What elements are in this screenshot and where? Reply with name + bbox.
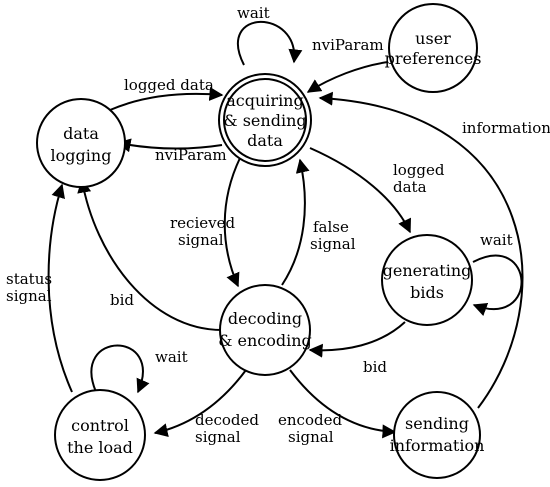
- edge-label-false-line1: false: [313, 218, 349, 236]
- acquiring-to-generating-edge: [309, 147, 411, 234]
- edge-label-status-line2: signal: [6, 287, 52, 305]
- node-acquiring-line1: acquiring: [226, 91, 303, 110]
- node-acquiring-line3: data: [247, 131, 283, 150]
- node-generating-line1: generating: [383, 261, 472, 280]
- wait-acquiring-loop: [236, 20, 303, 66]
- edge-label-encoded-line1: encoded: [278, 411, 342, 429]
- node-control-load: control the load: [54, 389, 146, 481]
- edge-label-wait-control: wait: [155, 348, 188, 366]
- edge-label-logged-line1: logged: [393, 161, 445, 179]
- decoding-to-control-edge: [153, 369, 247, 438]
- edge-label-acquiring-to-logging: nviParam: [155, 146, 227, 164]
- acquiring-to-logging-edge: [116, 138, 223, 153]
- logging-to-acquiring-edge: [109, 87, 224, 111]
- node-generating-line2: bids: [410, 283, 444, 302]
- node-generating-bids: generating bids: [381, 234, 473, 326]
- node-control-line2: the load: [67, 438, 133, 457]
- node-sending-line2: information: [390, 436, 485, 455]
- node-sending-information: sending information: [390, 391, 485, 479]
- decoding-to-acquiring-edge: [281, 158, 310, 286]
- edge-label-logged-line2: data: [393, 178, 427, 196]
- node-acquiring: acquiring & sending data: [218, 73, 312, 167]
- wait-control-loop: [90, 344, 150, 394]
- edge-label-decoded-line2: signal: [195, 428, 241, 446]
- userpref-to-acquiring-edge: [306, 61, 389, 93]
- edge-label-wait-generating: wait: [480, 231, 513, 249]
- edge-label-bid-generating: bid: [363, 358, 387, 376]
- wait-generating-loop: [472, 254, 523, 316]
- edge-label-recieved-line2: signal: [178, 231, 224, 249]
- edge-label-information: information: [462, 119, 550, 137]
- node-acquiring-line2: & sending: [223, 111, 306, 130]
- edge-label-recieved-line1: recieved: [170, 214, 235, 232]
- decoding-to-logging-edge: [77, 178, 223, 331]
- sending-to-acquiring-edge: [318, 91, 524, 409]
- node-decoding-encoding: decoding & encoding: [218, 284, 312, 376]
- edge-label-userpref-to-acquiring: nviParam: [312, 36, 384, 54]
- node-decoding-line2: & encoding: [218, 331, 312, 350]
- edge-label-status-line1: status: [6, 270, 52, 288]
- edge-label-false-line2: signal: [310, 235, 356, 253]
- edge-label-logging-to-acquiring: logged data: [124, 76, 214, 94]
- node-userpref-line2: preferences: [385, 49, 482, 68]
- edge-label-decoded-line1: decoded: [195, 411, 259, 429]
- edge-label-encoded-line2: signal: [288, 428, 334, 446]
- edge-label-bid-decoding: bid: [110, 291, 134, 309]
- node-data-logging: data logging: [36, 98, 126, 188]
- edge-label-wait-acquiring: wait: [237, 4, 270, 22]
- generating-to-decoding-edge: [308, 321, 406, 358]
- node-logging-line1: data: [63, 124, 99, 143]
- node-userpref-line1: user: [415, 29, 451, 48]
- node-control-line1: control: [71, 416, 129, 435]
- decoding-to-sending-edge: [289, 369, 397, 439]
- node-sending-line1: sending: [405, 414, 469, 433]
- control-to-logging-edge: [47, 183, 73, 393]
- node-decoding-line1: decoding: [228, 309, 302, 328]
- node-logging-line2: logging: [51, 146, 112, 165]
- acquiring-to-decoding-edge: [223, 157, 241, 288]
- node-user-preferences: user preferences: [385, 3, 482, 93]
